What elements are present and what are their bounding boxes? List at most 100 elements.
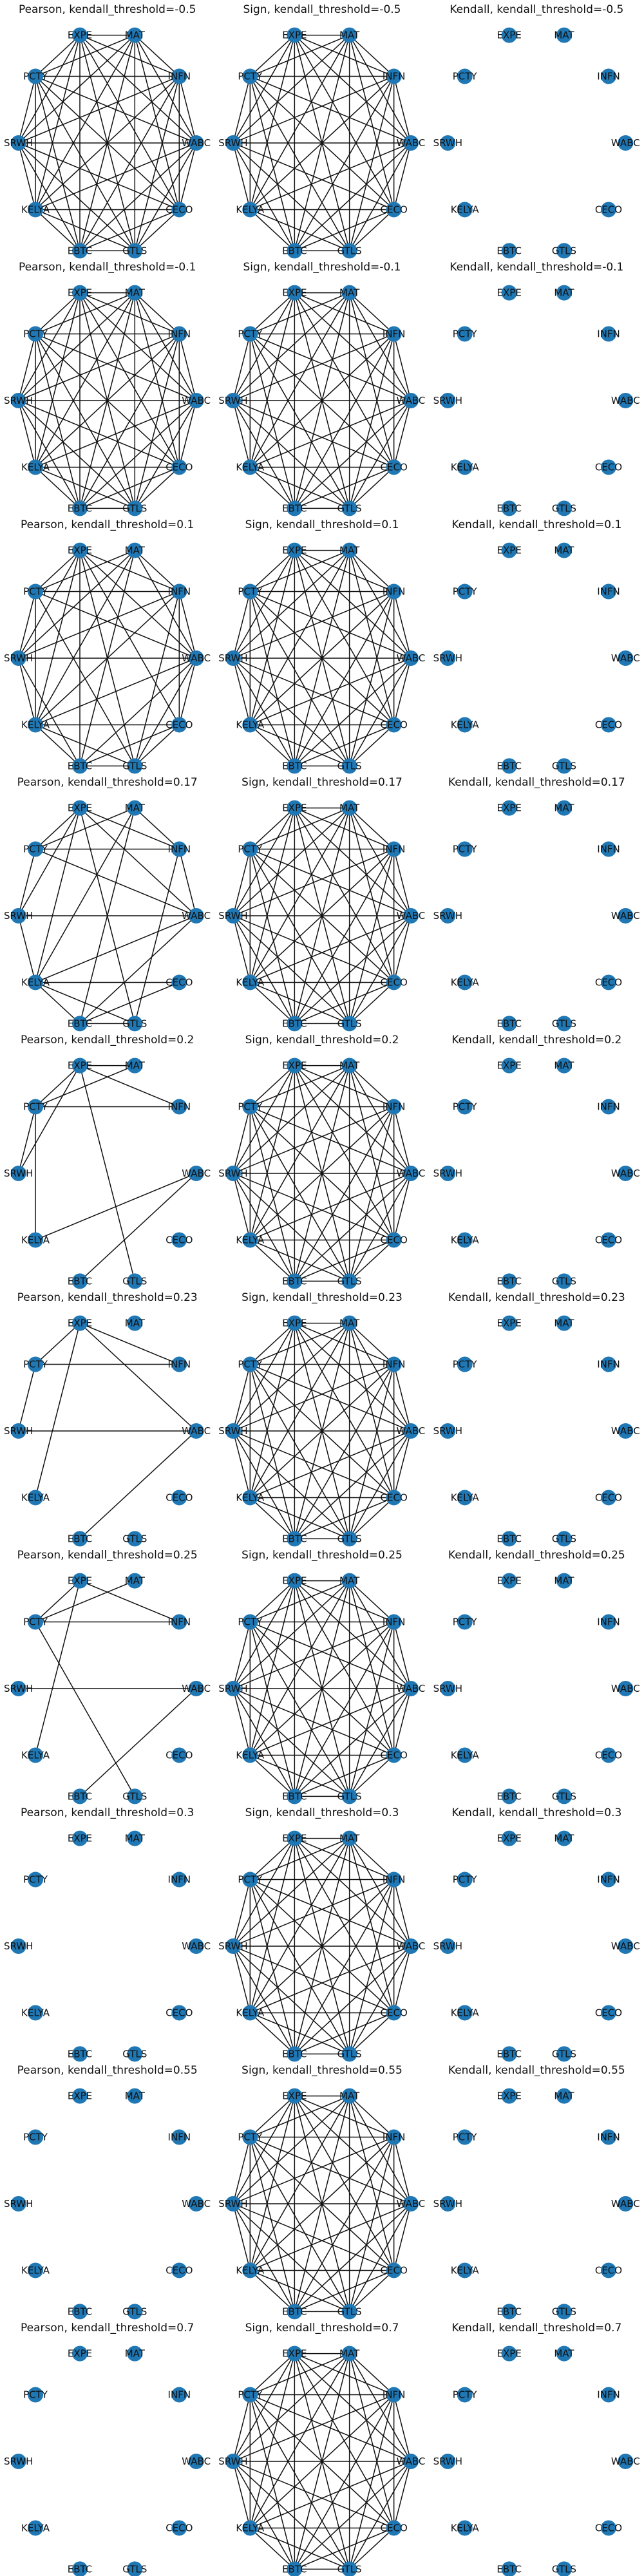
edge-wabc-kelya <box>250 1946 412 2014</box>
node-infn <box>600 2387 616 2403</box>
edge-infn-gtls <box>348 1622 395 1797</box>
node-label-pcty: PCTY <box>23 2389 48 2401</box>
edge-ebtc-srwh <box>18 400 80 509</box>
node-label-kelya: KELYA <box>21 2522 50 2533</box>
node-label-infn: INFN <box>168 2132 191 2143</box>
node-label-mat: MAT <box>125 287 146 299</box>
node-label-kelya: KELYA <box>21 1234 50 1245</box>
node-wabc <box>618 908 634 923</box>
edge-mat-pcty <box>250 34 350 77</box>
edge-wabc-pcty <box>250 848 412 916</box>
node-label-mat: MAT <box>554 2090 574 2102</box>
node-label-gtls: GTLS <box>552 502 576 514</box>
node-wabc <box>402 1681 419 1696</box>
node-ceco <box>600 1490 616 1506</box>
panel-title: Pearson, kendall_threshold=0.3 <box>21 1806 194 1819</box>
node-label-mat: MAT <box>554 545 574 556</box>
edge-mat-infn <box>349 35 395 77</box>
node-label-srwh: SRWH <box>218 1940 247 1952</box>
edge-gtls-kelya <box>35 724 135 767</box>
panel-title: Sign, kendall_threshold=0.7 <box>245 2322 399 2334</box>
node-label-pcty: PCTY <box>23 71 48 82</box>
node-label-ebtc: EBTC <box>497 245 522 256</box>
node-label-ebtc: EBTC <box>282 1275 307 1287</box>
node-label-ebtc: EBTC <box>497 2048 522 2060</box>
edge-gtls-kelya <box>250 2527 350 2570</box>
node-label-expe: EXPE <box>282 2348 307 2360</box>
node-kelya <box>242 1490 258 1506</box>
node-label-kelya: KELYA <box>451 2264 480 2276</box>
node-pcty <box>457 1871 473 1888</box>
node-srwh <box>440 1681 456 1696</box>
node-pcty <box>242 1871 258 1888</box>
node-kelya <box>242 1232 258 1248</box>
node-infn <box>171 1871 187 1888</box>
node-label-expe: EXPE <box>497 1060 522 1072</box>
edge-ceco-ebtc <box>294 1239 394 1282</box>
node-label-ceco: CECO <box>166 2264 193 2276</box>
edge-group <box>18 1580 197 1797</box>
node-label-wabc: WABC <box>182 910 211 922</box>
edge-group <box>232 2095 412 2313</box>
node-infn <box>171 326 187 342</box>
node-infn <box>171 583 187 600</box>
edge-ebtc-kelya <box>249 1497 295 1539</box>
edge-mat-infn <box>349 1323 395 1365</box>
node-ebtc <box>72 2046 88 2062</box>
edge-ceco-gtls <box>349 2269 395 2312</box>
edge-kelya-srwh <box>232 1946 251 2013</box>
edge-ebtc-kelya <box>249 2269 295 2312</box>
node-srwh <box>10 650 26 666</box>
edge-mat-srwh <box>232 2353 350 2462</box>
node-label-kelya: KELYA <box>236 2007 265 2018</box>
edge-ebtc-pcty <box>249 591 296 766</box>
node-ceco <box>600 2005 616 2021</box>
edge-wabc-ceco <box>178 142 197 210</box>
edge-expe-pcty <box>249 1838 295 1880</box>
node-gtls <box>556 1016 572 1032</box>
edge-ebtc-kelya <box>249 1239 295 1282</box>
node-label-infn: INFN <box>383 1359 406 1370</box>
edge-infn-wabc <box>393 334 412 401</box>
node-label-kelya: KELYA <box>21 461 50 473</box>
edge-wabc-kelya <box>35 915 196 983</box>
node-label-mat: MAT <box>339 1318 360 1329</box>
edge-mat-pcty <box>35 807 135 850</box>
edge-mat-infn <box>349 808 395 850</box>
edge-ceco-gtls <box>349 209 395 251</box>
node-wabc <box>618 1938 634 1954</box>
node-ebtc <box>501 1273 517 1289</box>
panel-title: Pearson, kendall_threshold=0.7 <box>21 2322 194 2334</box>
node-ebtc <box>501 2046 517 2062</box>
edge-pcty-gtls <box>35 1622 135 1797</box>
edge-wabc-ceco <box>178 658 197 725</box>
node-label-ceco: CECO <box>595 1492 622 1503</box>
edge-expe-wabc <box>294 2096 412 2204</box>
node-kelya <box>457 1747 473 1763</box>
node-expe <box>501 27 517 43</box>
edge-infn-srwh <box>232 1879 394 1947</box>
node-gtls <box>127 1273 143 1289</box>
node-mat <box>127 800 143 816</box>
node-label-pcty: PCTY <box>238 71 263 82</box>
node-infn <box>386 841 402 857</box>
node-label-expe: EXPE <box>282 2090 307 2102</box>
node-label-expe: EXPE <box>68 30 92 41</box>
edge-infn-srwh <box>232 2394 394 2462</box>
edge-infn-gtls <box>134 849 180 1024</box>
node-label-pcty: PCTY <box>238 2132 263 2143</box>
edge-wabc-kelya <box>250 2203 412 2271</box>
node-ebtc <box>72 1531 88 1547</box>
node-ceco <box>386 1490 402 1506</box>
node-pcty <box>28 326 44 342</box>
node-label-ebtc: EBTC <box>497 1275 522 1287</box>
node-wabc <box>188 908 204 923</box>
node-label-wabc: WABC <box>182 1940 211 1952</box>
node-label-srwh: SRWH <box>433 652 462 664</box>
node-wabc <box>618 1423 634 1439</box>
edge-mat-ceco <box>348 1065 395 1240</box>
edge-ebtc-pcty <box>249 1364 296 1539</box>
